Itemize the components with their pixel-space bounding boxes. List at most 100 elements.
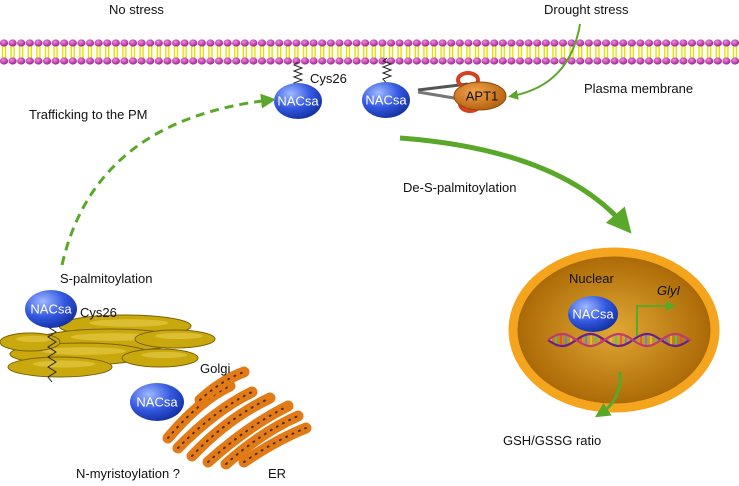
lipid-head — [550, 39, 559, 47]
golgi-highlight — [89, 319, 169, 327]
lipid-head — [533, 39, 542, 47]
lipid-head — [94, 57, 103, 65]
lipid-head — [541, 57, 550, 65]
lipid-head — [515, 57, 525, 65]
trafficking-arrow — [60, 93, 276, 266]
lipid-head — [8, 57, 17, 65]
trafficking-label: Trafficking to the PM — [29, 107, 148, 122]
lipid-head — [627, 39, 636, 47]
er-label: ER — [268, 466, 287, 481]
golgi-highlight — [42, 347, 126, 355]
lipid-head — [576, 57, 585, 65]
lipid-head — [180, 57, 189, 65]
lipid-head — [705, 39, 714, 47]
lipid-head — [498, 57, 507, 65]
nacsa-label-membrane-right: NACsa — [365, 92, 407, 108]
lipid-head — [429, 57, 439, 65]
lipid-head — [240, 57, 249, 65]
lipid-head — [249, 57, 258, 65]
lipid-head — [111, 57, 120, 65]
lipid-head — [352, 57, 361, 65]
lipid-head — [283, 39, 292, 47]
lipid-head — [412, 57, 421, 65]
drought-stress-label: Drought stress — [544, 2, 629, 17]
lipid-head — [481, 39, 490, 47]
lipid-head — [146, 57, 155, 65]
drought-to-apt1-arrow — [508, 23, 581, 100]
lipid-head — [60, 39, 69, 47]
lipid-head — [103, 39, 112, 47]
er-ribosomes — [191, 397, 271, 457]
lipid-head — [335, 39, 344, 47]
lipid-head — [421, 57, 430, 65]
lipid-head — [472, 39, 482, 47]
lipid-head — [730, 57, 739, 65]
lipid-head — [17, 57, 26, 65]
lipid-head — [601, 39, 611, 47]
lipid-head — [722, 39, 731, 47]
lipid-head — [610, 57, 619, 65]
lipid-head — [636, 39, 645, 47]
lipid-head — [533, 57, 542, 65]
lipid-head — [180, 39, 189, 47]
golgi-highlight — [32, 360, 96, 368]
lipid-head — [584, 57, 593, 65]
lipid-head — [593, 57, 602, 65]
lipid-head — [8, 39, 17, 47]
lipid-head — [653, 39, 662, 47]
lipid-head — [619, 57, 628, 65]
lipid-head — [309, 57, 318, 65]
lipid-head — [421, 39, 430, 47]
lipid-head — [412, 39, 421, 47]
nacsa-label-golgi: NACsa — [30, 301, 72, 317]
lipid-head — [378, 39, 387, 47]
lipid-head — [249, 39, 258, 47]
lipid-head — [0, 57, 9, 65]
lipid-head — [146, 39, 155, 47]
lipid-head — [524, 39, 533, 47]
nacsa-protein-membrane-left — [274, 83, 322, 119]
de-s-palmitoylation-label: De-S-palmitoylation — [403, 180, 517, 195]
lipid-head — [275, 57, 284, 65]
transcription-arrow — [636, 301, 676, 336]
nacsa-protein-membrane-right — [362, 82, 410, 118]
lipid-head — [644, 39, 654, 47]
golgi-apparatus — [0, 314, 216, 378]
lipid-head — [558, 39, 568, 47]
lipid-head — [498, 39, 507, 47]
lipid-head — [395, 57, 404, 65]
s-palmitoylation-label: S-palmitoylation — [60, 271, 153, 286]
lipid-head — [662, 57, 671, 65]
lipid-head — [670, 39, 679, 47]
lipid-head — [292, 39, 301, 47]
lipid-head — [171, 57, 181, 65]
lipid-head — [34, 39, 43, 47]
lipid-head — [257, 39, 267, 47]
lipid-head — [713, 57, 722, 65]
gsh-gssg-label: GSH/GSSG ratio — [503, 433, 602, 448]
lipid-head — [335, 57, 344, 65]
lipid-head — [103, 57, 112, 65]
lipid-head — [163, 39, 172, 47]
lipid-head — [541, 39, 550, 47]
no-stress-label: No stress — [109, 2, 164, 17]
lipid-head — [636, 57, 645, 65]
zigzag-linker-icon — [292, 61, 304, 87]
lipid-head — [300, 39, 310, 47]
lipid-head — [240, 39, 249, 47]
lipid-head — [584, 39, 593, 47]
nuclear-label: Nuclear — [569, 271, 614, 286]
lipid-head — [464, 39, 473, 47]
zigzag-linker-icon — [381, 57, 393, 85]
lipid-head — [292, 57, 301, 65]
lipid-head — [42, 39, 52, 47]
endoplasmic-reticulum — [162, 366, 312, 470]
lipid-head — [369, 57, 378, 65]
cys26-golgi-label: Cys26 — [80, 305, 117, 320]
lipid-head — [490, 39, 499, 47]
lipid-head — [266, 39, 275, 47]
lipid-head — [25, 39, 34, 47]
lipid-head — [438, 57, 447, 65]
lipid-head — [455, 39, 464, 47]
lipid-head — [189, 39, 198, 47]
